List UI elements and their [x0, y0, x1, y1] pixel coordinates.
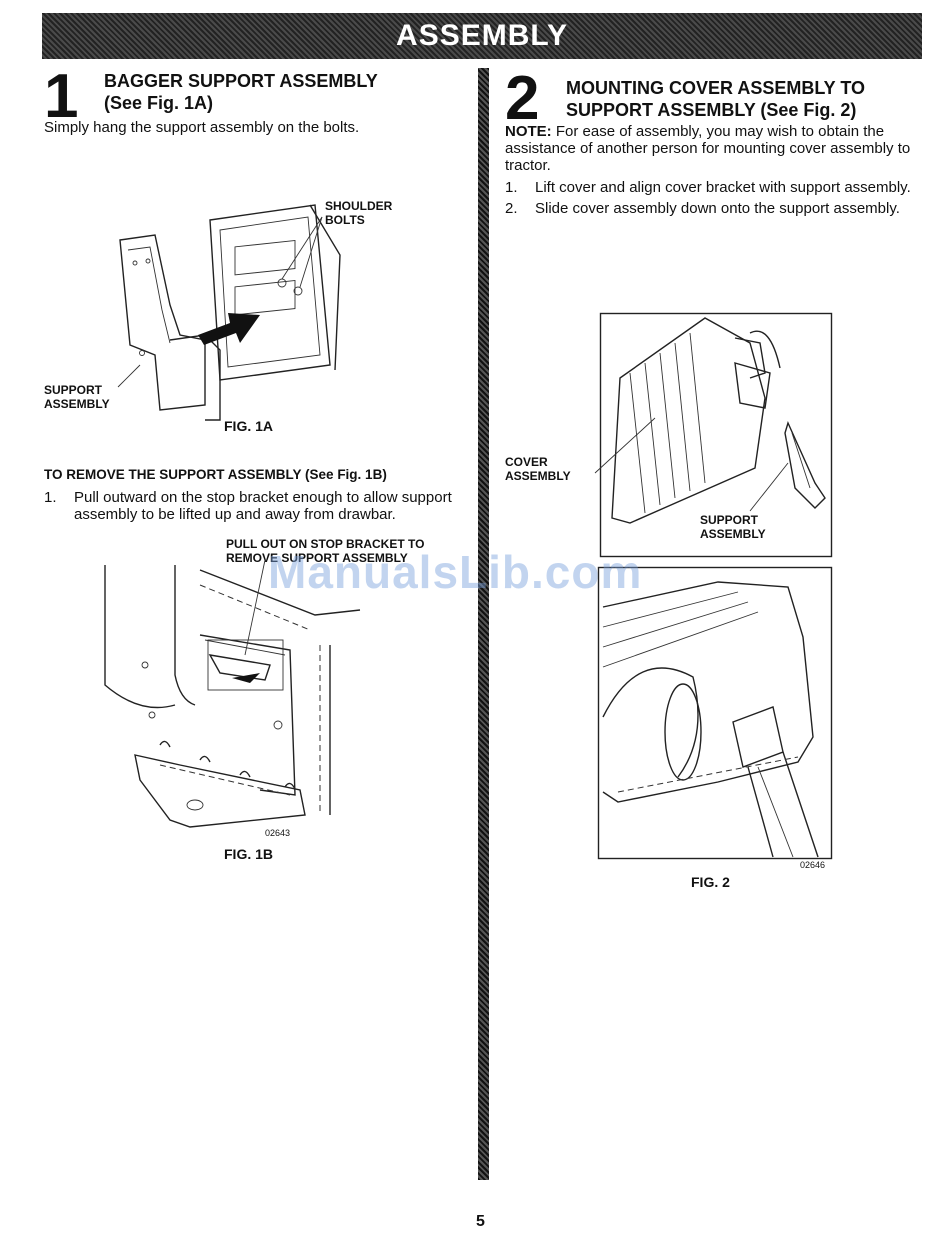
watermark: ManualsLib.com — [268, 546, 643, 598]
fig-1a-illustration — [117, 204, 341, 421]
step-2-list-item-2-num: 2. — [505, 200, 518, 217]
fig-1b-drawbar — [134, 754, 306, 828]
fig-1b-label: PULL OUT ON STOP BRACKET TO REMOVE SUPPO… — [226, 537, 424, 565]
remove-list-item-1-num: 1. — [44, 489, 57, 506]
fig-1a-label-shoulder-line2: BOLTS — [325, 213, 365, 227]
fig-2-code: 02646 — [800, 860, 826, 870]
fig-2-bottom-illustration — [597, 566, 833, 860]
step-2-heading-line2: SUPPORT ASSEMBLY (See Fig. 2) — [566, 100, 857, 120]
fig-2-label-support-line1: SUPPORT — [700, 513, 759, 527]
fig-1a-caption: FIG. 1A — [224, 418, 274, 434]
fig-1b-code: 02643 — [265, 828, 291, 838]
fig-2-chute-opening — [664, 683, 702, 781]
remove-list-item-1-text: Pull outward on the stop bracket enough … — [74, 489, 452, 523]
shoulder-bolt-1 — [277, 278, 287, 288]
fig-2-caption: FIG. 2 — [691, 874, 730, 890]
fig-1b-label-line1: PULL OUT ON STOP BRACKET TO — [226, 537, 425, 551]
fig-2-support-bracket — [784, 421, 826, 509]
fig-1b-arrow — [232, 673, 260, 683]
fig-2-label-cover-line2: ASSEMBLY — [505, 469, 571, 483]
step-2-list: 1. Lift cover and align cover bracket wi… — [505, 179, 923, 217]
fig-2-label-cover-line1: COVER — [505, 455, 548, 469]
step-2-list-item-2-text: Slide cover assembly down onto the suppo… — [535, 200, 900, 217]
step-2-heading-line1: MOUNTING COVER ASSEMBLY TO — [566, 78, 866, 98]
fig-1a-label-support-line1: SUPPORT — [44, 383, 103, 397]
step-1-text: Simply hang the support assembly on the … — [44, 119, 360, 136]
remove-list-item-1: 1. Pull outward on the stop bracket enou… — [44, 489, 464, 523]
step-1-heading: BAGGER SUPPORT ASSEMBLY (See Fig. 1A) — [104, 70, 378, 114]
fig-1a-bracket-plate — [209, 204, 331, 381]
step-2-number: 2 — [505, 64, 540, 133]
step-2-list-item-1: 1. Lift cover and align cover bracket wi… — [505, 179, 923, 196]
page-number: 5 — [476, 1213, 485, 1230]
step-2-note-text: For ease of assembly, you may wish to ob… — [505, 123, 911, 174]
fig-1a-label-support-assembly: SUPPORT ASSEMBLY — [44, 383, 110, 411]
fig-2-cover-assembly — [611, 317, 766, 524]
fig-1b-label-line2: REMOVE SUPPORT ASSEMBLY — [226, 551, 408, 565]
remove-heading: TO REMOVE THE SUPPORT ASSEMBLY (See Fig.… — [44, 467, 387, 482]
step-2-heading: MOUNTING COVER ASSEMBLY TO SUPPORT ASSEM… — [566, 77, 865, 121]
fig-1a-label-support-line2: ASSEMBLY — [44, 397, 110, 411]
step-1-number: 1 — [44, 62, 79, 131]
fig-2-label-cover-assembly: COVER ASSEMBLY — [505, 455, 571, 483]
fig-1b-illustration — [104, 559, 361, 828]
fig-1a-label-shoulder-line1: SHOULDER — [325, 199, 393, 213]
remove-list: 1. Pull outward on the stop bracket enou… — [44, 489, 464, 523]
fig-1a-label-shoulder-bolts: SHOULDER BOLTS — [325, 199, 392, 227]
step-2-list-item-1-num: 1. — [505, 179, 518, 196]
step-2-list-item-1-text: Lift cover and align cover bracket with … — [535, 179, 911, 196]
step-2-note: NOTE: For ease of assembly, you may wish… — [505, 123, 923, 174]
step-1-heading-line1: BAGGER SUPPORT ASSEMBLY — [104, 71, 378, 91]
page-title: ASSEMBLY — [396, 19, 568, 52]
fig-2-label-support-line2: ASSEMBLY — [700, 527, 766, 541]
step-2-list-item-2: 2. Slide cover assembly down onto the su… — [505, 200, 923, 217]
step-1-heading-line2: (See Fig. 1A) — [104, 93, 214, 113]
fig-1a-arrow — [198, 313, 260, 345]
column-divider — [478, 68, 489, 1180]
fig-1a-support-assembly — [119, 234, 206, 411]
fig-1b-stop-bracket — [199, 634, 296, 796]
fig-2-top-illustration — [594, 312, 833, 558]
fig-2-bagger-cover — [602, 581, 814, 803]
fig-1b-caption: FIG. 1B — [224, 846, 274, 862]
section-banner: ASSEMBLY — [42, 13, 922, 59]
step-2-note-label: NOTE: — [505, 123, 552, 140]
fig-2-label-support-assembly: SUPPORT ASSEMBLY — [700, 513, 766, 541]
shoulder-bolt-2 — [293, 286, 303, 296]
